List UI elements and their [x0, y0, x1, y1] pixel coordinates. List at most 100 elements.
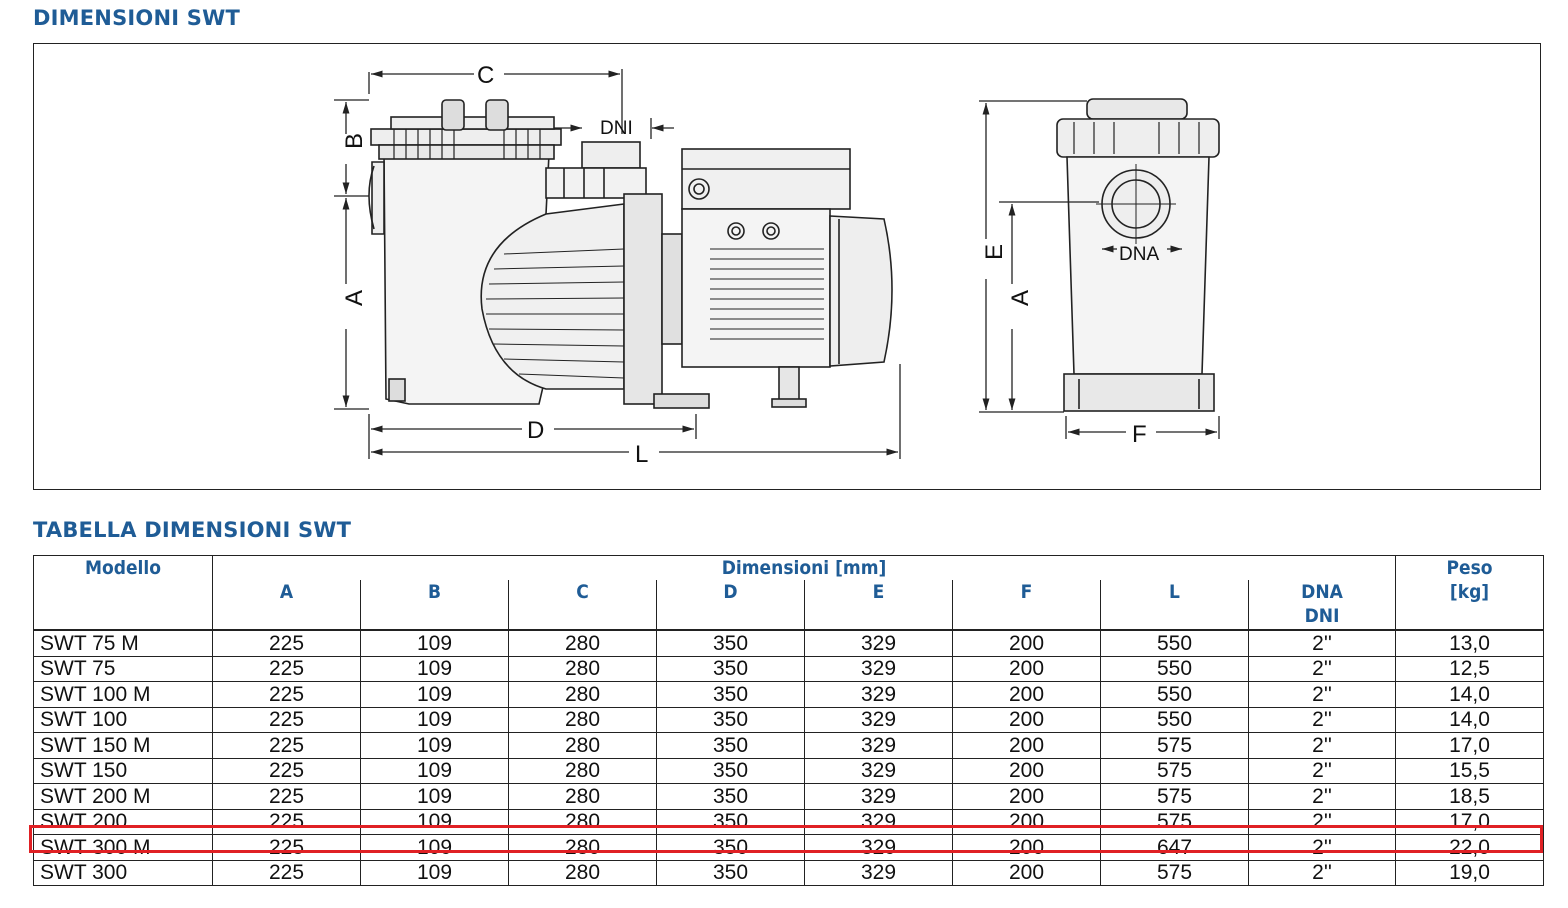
cell-model: SWT 100 M — [33, 681, 213, 708]
front-view — [1056, 98, 1220, 412]
cell-a: 225 — [212, 758, 361, 784]
cell-c: 280 — [508, 630, 657, 657]
cell-d: 350 — [656, 707, 805, 733]
header-dimensions: Dimensioni [mm] — [721, 557, 887, 579]
section-title-table: TABELLA DIMENSIONI SWT — [33, 518, 352, 542]
cell-peso: 14,0 — [1395, 681, 1544, 708]
cell-l: 575 — [1100, 758, 1249, 784]
cell-l: 550 — [1100, 707, 1249, 733]
cell-peso: 15,5 — [1395, 758, 1544, 784]
cell-dna: 2'' — [1247, 630, 1396, 657]
cell-l: 575 — [1100, 783, 1249, 810]
cell-e: 329 — [804, 809, 953, 835]
cell-l: 550 — [1100, 630, 1249, 657]
cell-b: 109 — [360, 809, 509, 835]
cell-model: SWT 200 M — [33, 783, 213, 810]
cell-f: 200 — [952, 783, 1101, 810]
cell-dna: 2'' — [1247, 834, 1396, 861]
cell-c: 280 — [508, 834, 657, 861]
section-title-dimensions: DIMENSIONI SWT — [33, 6, 240, 30]
cell-f: 200 — [952, 707, 1101, 733]
label-L: L — [635, 441, 648, 468]
cell-l: 647 — [1100, 834, 1249, 861]
cell-e: 329 — [804, 732, 953, 759]
cell-dna: 2'' — [1247, 707, 1396, 733]
header-weight-line2: [kg] — [1449, 581, 1490, 603]
cell-e: 329 — [804, 656, 953, 682]
header-model: Modello — [33, 555, 213, 631]
label-C: C — [477, 62, 494, 89]
cell-f: 200 — [952, 630, 1101, 657]
cell-peso: 18,5 — [1395, 783, 1544, 810]
cell-dna: 2'' — [1247, 860, 1396, 886]
cell-e: 329 — [804, 681, 953, 708]
header-col-E: E — [804, 580, 953, 631]
cell-a: 225 — [212, 656, 361, 682]
cell-l: 575 — [1100, 732, 1249, 759]
cell-dna: 2'' — [1247, 809, 1396, 835]
cell-b: 109 — [360, 834, 509, 861]
label-F: F — [1132, 421, 1147, 448]
cell-e: 329 — [804, 758, 953, 784]
cell-f: 200 — [952, 834, 1101, 861]
cell-peso: 19,0 — [1395, 860, 1544, 886]
cell-b: 109 — [360, 783, 509, 810]
header-dni: DNI — [1304, 605, 1340, 627]
cell-model: SWT 150 M — [33, 732, 213, 759]
dimensions-table-wrapper: Modello Dimensioni [mm] Peso [kg] A B C … — [33, 555, 1545, 886]
cell-d: 350 — [656, 860, 805, 886]
cell-f: 200 — [952, 681, 1101, 708]
cell-dna: 2'' — [1247, 732, 1396, 759]
header-col-DNA-DNI: DNA DNI — [1247, 580, 1396, 631]
cell-f: 200 — [952, 809, 1101, 835]
cell-b: 109 — [360, 758, 509, 784]
cell-a: 225 — [212, 732, 361, 759]
label-A-front: A — [1007, 290, 1034, 306]
cell-a: 225 — [212, 834, 361, 861]
cell-l: 575 — [1100, 809, 1249, 835]
cell-model: SWT 100 — [33, 707, 213, 733]
cell-model: SWT 150 — [33, 758, 213, 784]
cell-d: 350 — [656, 758, 805, 784]
cell-f: 200 — [952, 732, 1101, 759]
technical-drawing: C B A D L DNI — [33, 43, 1541, 490]
cell-peso: 14,0 — [1395, 707, 1544, 733]
cell-dna: 2'' — [1247, 681, 1396, 708]
cell-c: 280 — [508, 860, 657, 886]
header-weight-line1: Peso — [1446, 557, 1493, 579]
pump-drawing-svg: C B A D L DNI — [334, 62, 1220, 468]
cell-peso: 17,0 — [1395, 732, 1544, 759]
cell-e: 329 — [804, 707, 953, 733]
cell-a: 225 — [212, 860, 361, 886]
header-col-F: F — [952, 580, 1101, 631]
cell-model: SWT 300 M — [33, 834, 213, 861]
cell-b: 109 — [360, 656, 509, 682]
cell-c: 280 — [508, 707, 657, 733]
header-col-A: A — [212, 580, 361, 631]
cell-c: 280 — [508, 681, 657, 708]
cell-a: 225 — [212, 809, 361, 835]
header-col-L: L — [1100, 580, 1249, 631]
label-B: B — [341, 133, 368, 149]
cell-peso: 17,0 — [1395, 809, 1544, 835]
cell-model: SWT 75 M — [33, 630, 213, 657]
cell-f: 200 — [952, 758, 1101, 784]
front-dimension-lines — [979, 100, 1220, 439]
cell-d: 350 — [656, 732, 805, 759]
cell-d: 350 — [656, 809, 805, 835]
cell-b: 109 — [360, 630, 509, 657]
header-col-B: B — [360, 580, 509, 631]
cell-e: 329 — [804, 834, 953, 861]
label-A-side: A — [341, 290, 368, 306]
cell-f: 200 — [952, 656, 1101, 682]
cell-a: 225 — [212, 630, 361, 657]
header-dna: DNA — [1301, 581, 1343, 603]
cell-c: 280 — [508, 656, 657, 682]
